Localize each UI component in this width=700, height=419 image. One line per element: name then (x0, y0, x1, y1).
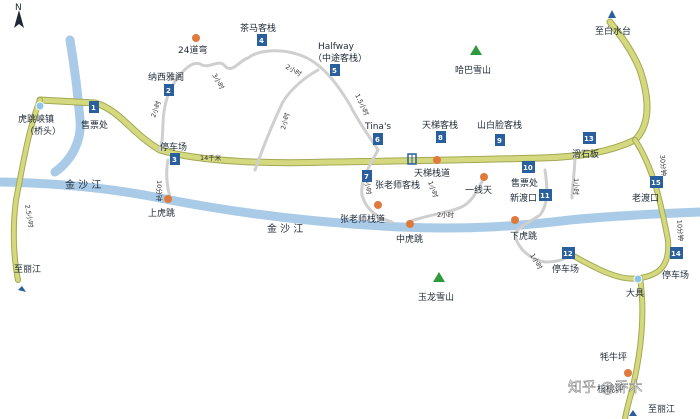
stop-2-name: 纳西雅阁 (148, 71, 184, 83)
dist-2h-d: 2小时 (437, 210, 455, 219)
arrow-icons (18, 10, 637, 416)
place-daju: 大具 (626, 287, 644, 299)
stop-badge-11: 11 (539, 189, 552, 201)
place-ganmaoping: 牦牛坪 (600, 351, 627, 363)
place-laodukou: 老渡口 (632, 192, 659, 204)
poi-24-label: 24道弯 (178, 44, 207, 56)
svg-text:7: 7 (364, 173, 369, 181)
stop-badge-8: 8 (436, 131, 446, 143)
svg-text:14: 14 (671, 250, 681, 258)
svg-text:9: 9 (497, 137, 502, 145)
river-label-left: 金 沙 江 (65, 178, 101, 191)
place-xiahutiao: 下虎跳 (510, 230, 537, 242)
stop-badge-9: 9 (495, 134, 505, 146)
bridge-marker (407, 153, 417, 165)
watermark: 知乎 @乔木 (568, 379, 642, 396)
stop-badge-12: 12 (562, 247, 575, 259)
svg-text:13: 13 (584, 135, 594, 143)
mountain-icon-haba (470, 45, 482, 55)
place-zhanglaoshi-road: 张老师栈道 (340, 213, 385, 225)
dist-2h-c: 2小时 (278, 111, 291, 130)
dist-10min-b: 10分钟 (675, 219, 686, 241)
place-to-lijiang-south: 至丽江 (648, 404, 675, 415)
stop-badge-14: 14 (670, 247, 683, 259)
stop-badges: 1 2 3 4 5 6 7 8 9 10 11 12 13 14 15 (89, 34, 683, 259)
place-huasiping: 核桃坪 (597, 383, 624, 395)
dist-2h-b: 2小时 (284, 62, 304, 79)
svg-text:2: 2 (166, 87, 171, 95)
dist-2-5h: 2.5小时 (23, 204, 36, 229)
svg-text:4: 4 (259, 37, 264, 45)
svg-text:8: 8 (438, 134, 443, 142)
stop-badge-5: 5 (330, 64, 340, 76)
north-arrow-icon (14, 10, 24, 28)
place-xindukou: 新渡口 (510, 192, 537, 204)
svg-text:5: 5 (332, 67, 337, 75)
dist-14km: 14千米 (200, 153, 222, 162)
svg-text:6: 6 (375, 136, 380, 144)
stop-badge-10: 10 (522, 161, 535, 173)
svg-text:11: 11 (540, 192, 550, 200)
stop-badge-15: 15 (650, 176, 663, 188)
place-yixiantian: 一线天 (465, 184, 492, 196)
stop-badge-13: 13 (583, 132, 596, 144)
place-ticket2: 售票处 (511, 177, 538, 189)
stop-5-name-line1: Halfway (318, 42, 355, 52)
mountain-yulong-label: 玉龙雪山 (418, 291, 454, 303)
stop-4-name: 茶马客栈 (240, 22, 276, 34)
dist-1h-b: 1小时 (426, 180, 440, 200)
place-hutiaoxia-line2: （桥头） (25, 125, 61, 137)
place-hutiaoxia-line1: 虎跳峡镇 (18, 113, 54, 125)
svg-text:1: 1 (91, 104, 96, 112)
river-label-mid: 金 沙 江 (267, 222, 303, 235)
stop-badge-2: 2 (164, 84, 174, 96)
svg-text:15: 15 (651, 179, 661, 187)
dist-10min: 10分钟 (155, 180, 164, 202)
road-east (567, 137, 672, 282)
stop-9-name: 山白脸客栈 (477, 119, 522, 131)
place-parking3: 停车场 (662, 269, 689, 281)
stop-badge-1: 1 (89, 101, 99, 113)
place-tianti-road: 天梯栈道 (414, 167, 450, 179)
poi-markers (164, 34, 632, 377)
dist-2h-a: 2小时 (148, 99, 162, 119)
place-to-baishuitai: 至白水台 (595, 25, 631, 37)
dist-30min: 30分钟 (658, 154, 669, 176)
stop-8-name: 天梯客栈 (422, 119, 458, 131)
stop-badge-4: 4 (257, 34, 267, 46)
jinsha-river (0, 177, 700, 233)
mountain-haba-label: 哈巴雪山 (455, 64, 491, 76)
place-to-lijiang: 至丽江 (14, 264, 41, 275)
stop-5-name-line2: （中途客栈） (313, 52, 367, 64)
stop-6-name: Tina's (364, 122, 391, 132)
river-left-vertical (50, 35, 85, 177)
place-shanghutiao: 上虎跳 (148, 207, 175, 219)
town-icon-daju (633, 274, 643, 284)
town-icon-hutiaoxia (35, 101, 45, 111)
stop-badge-3: 3 (170, 153, 180, 165)
place-ticket1: 售票处 (81, 119, 108, 131)
stop-badge-7: 7 (362, 170, 372, 182)
north-label: N (15, 3, 22, 13)
place-zhanglaoshi-inn: 张老师客栈 (375, 179, 420, 191)
place-parking2: 停车场 (552, 263, 579, 275)
svg-text:3: 3 (172, 156, 177, 164)
stop-badge-6: 6 (373, 133, 383, 145)
mountain-icon-yulong (433, 272, 445, 282)
dist-1h-c: 1小时 (572, 178, 581, 196)
place-zhonghutiao: 中虎跳 (396, 233, 423, 245)
place-parking1: 停车场 (160, 141, 187, 153)
dist-1h-a: 1小时 (362, 177, 374, 196)
dist-3h: 3小时 (210, 72, 227, 92)
svg-text:12: 12 (563, 250, 573, 258)
svg-text:10: 10 (523, 164, 533, 172)
place-huashiban: 滑石板 (572, 148, 599, 160)
